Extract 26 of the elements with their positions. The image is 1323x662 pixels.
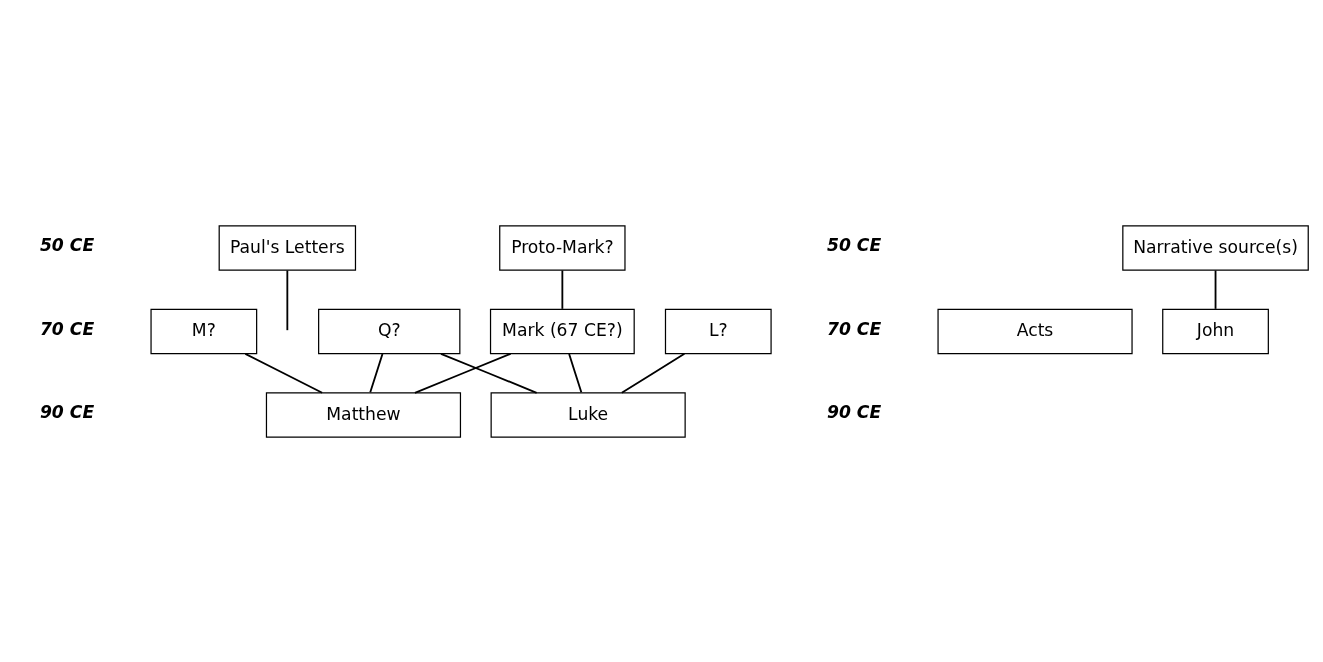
node-box: Narrative source(s) <box>1122 224 1309 271</box>
connector <box>414 352 512 394</box>
label: 70 CE <box>39 318 95 339</box>
node-box: Luke <box>490 391 686 438</box>
label: 90 CE <box>39 401 95 422</box>
connector <box>620 352 686 394</box>
node-box: Paul's Letters <box>218 224 357 271</box>
connector <box>286 269 289 331</box>
connector <box>568 352 583 393</box>
node-box: M? <box>150 308 258 354</box>
node-box: John <box>1162 308 1269 354</box>
label: 50 CE <box>826 234 882 255</box>
node-box: Proto-Mark? <box>499 224 626 271</box>
node-box: Matthew <box>265 391 462 438</box>
label: 70 CE <box>826 318 882 339</box>
connector <box>369 352 384 393</box>
label: 90 CE <box>826 401 882 422</box>
connector <box>244 352 324 394</box>
node-box: Mark (67 CE?) <box>489 308 635 354</box>
connector <box>440 352 538 394</box>
connector <box>1214 269 1217 310</box>
connector <box>561 269 564 310</box>
label: 50 CE <box>39 234 95 255</box>
node-box: Acts <box>937 308 1133 354</box>
node-box: L? <box>664 308 772 354</box>
node-box: Q? <box>318 308 461 354</box>
